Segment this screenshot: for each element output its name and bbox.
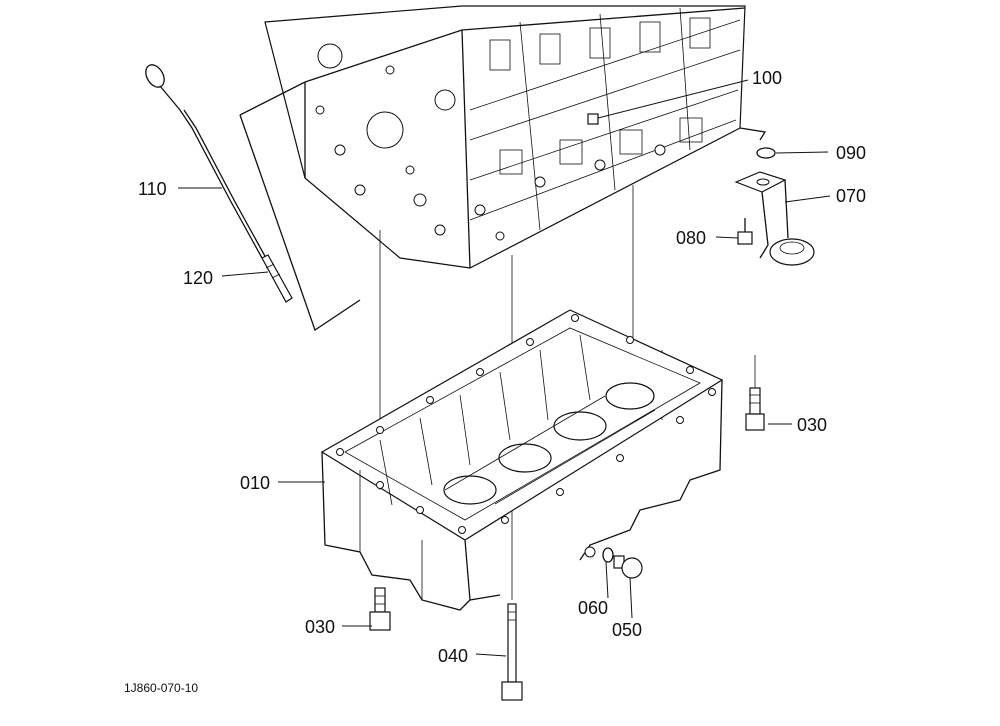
label-040: 040: [438, 646, 468, 666]
label-080: 080: [676, 228, 706, 248]
plug-100-shape: [587, 113, 599, 125]
label-070: 070: [836, 186, 866, 206]
bolt-080: [737, 218, 753, 245]
washer-060: [602, 547, 614, 563]
frame-line: [239, 81, 306, 116]
label-100: 100: [752, 68, 782, 88]
oil-pan: [320, 309, 724, 611]
frame-line-right: [739, 127, 767, 141]
label-060: 060: [578, 598, 608, 618]
dipstick-guide-120: [261, 254, 293, 303]
leader-lines: [178, 79, 831, 657]
bolt-030-left: [369, 587, 391, 631]
label-030-right: 030: [797, 415, 827, 435]
drawing-id: 1J860-070-10: [124, 681, 198, 695]
label-010: 010: [240, 473, 270, 493]
dipstick-110: [145, 64, 267, 259]
label-050: 050: [612, 620, 642, 640]
bolt-040: [501, 603, 523, 701]
label-120: 120: [183, 268, 213, 288]
engine-block: [264, 5, 746, 269]
label-090: 090: [836, 143, 866, 163]
bolt-030-right: [745, 387, 765, 431]
oil-strainer-070: [734, 171, 815, 266]
drain-plug-050: [613, 555, 643, 579]
label-110: 110: [138, 179, 167, 199]
o-ring-090: [756, 147, 776, 159]
frame-line-lower: [239, 114, 361, 332]
label-030-left: 030: [305, 617, 335, 637]
